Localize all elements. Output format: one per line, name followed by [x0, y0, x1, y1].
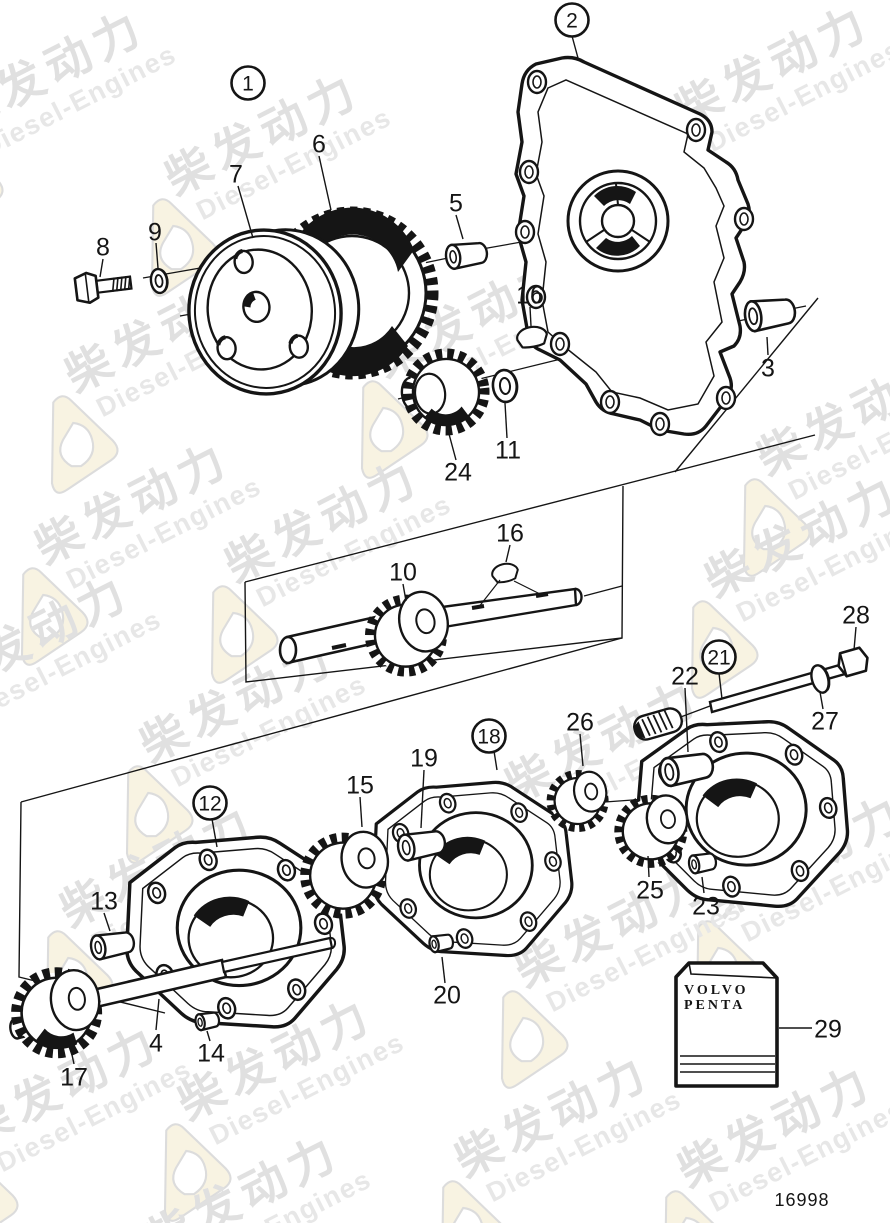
- callout-28: 28: [842, 602, 870, 630]
- bushing-22: [658, 752, 715, 788]
- gear-15: [300, 830, 390, 919]
- bushing-14: [194, 1011, 221, 1032]
- top-box-bottom-edge: [244, 434, 816, 583]
- drawing-number: 16998: [774, 1190, 829, 1210]
- gear-25: [614, 794, 689, 868]
- key-position-lines: [477, 579, 541, 609]
- callout-13: 13: [90, 888, 118, 916]
- gear-24: [400, 348, 490, 436]
- woodruff-key-16-top: [516, 325, 548, 349]
- callout-11: 11: [495, 437, 521, 465]
- callout-circle: [230, 65, 266, 101]
- callout-circled-2: 2: [554, 2, 590, 38]
- callout-12-number: 12: [198, 793, 221, 816]
- callout-24: 24: [444, 459, 472, 487]
- bushing-23: [687, 852, 718, 875]
- callout-10: 10: [389, 559, 417, 587]
- gear-on-shaft-10: [365, 590, 449, 677]
- bushing-3: [743, 298, 797, 333]
- callout-layer: 3 4 5 6 7 8 9 10 11 13 14 15 16 16 17 19 20 22 23 24 25 26 27 2…: [60, 2, 870, 1092]
- woodruff-key-16-mid: [491, 562, 519, 584]
- leader-lines: [68, 35, 857, 1065]
- pump-housing-plate-2: [514, 55, 755, 437]
- callout-21-number: 21: [707, 647, 730, 670]
- callout-circled-18: 18: [471, 718, 507, 754]
- volvo-box-line1: VOLVO: [684, 983, 749, 998]
- callout-circled-12: 12: [192, 785, 228, 821]
- callout-circle: [701, 639, 737, 675]
- callout-circled-1: 1: [230, 65, 266, 101]
- bushing-5: [444, 241, 489, 271]
- callout-15: 15: [346, 772, 374, 800]
- callout-5: 5: [449, 190, 463, 218]
- gear-26: [546, 769, 609, 832]
- pulley-7: [187, 228, 361, 396]
- washer-9: [149, 267, 169, 295]
- volvo-box-line2: PENTA: [684, 998, 745, 1013]
- callout-circle: [192, 785, 228, 821]
- washer-11: [491, 368, 519, 404]
- callout-1-number: 1: [242, 73, 254, 96]
- callout-8: 8: [96, 234, 110, 262]
- bushing-19: [396, 830, 447, 862]
- callout-19: 19: [410, 745, 438, 773]
- bolt-8: [73, 271, 133, 305]
- callout-circle: [471, 718, 507, 754]
- callout-16: 16: [496, 520, 524, 548]
- callout-4: 4: [149, 1030, 163, 1058]
- gear-17: [9, 967, 103, 1059]
- callout-2-number: 2: [566, 10, 578, 33]
- callout-29: 29: [814, 1016, 842, 1044]
- bottom-box-top-edge: [20, 637, 623, 803]
- bushing-13: [89, 931, 136, 961]
- callout-circled-21: 21: [701, 639, 737, 675]
- callout-17: 17: [60, 1064, 88, 1092]
- relief-valve-spring-slot: [633, 707, 683, 741]
- callout-16: 16: [516, 282, 544, 310]
- callout-25: 25: [636, 877, 664, 905]
- callout-23: 23: [692, 893, 720, 921]
- callout-7: 7: [229, 161, 243, 189]
- callout-18-number: 18: [477, 726, 500, 749]
- washer-27: [810, 664, 831, 694]
- callout-20: 20: [433, 982, 461, 1010]
- callout-27: 27: [811, 708, 839, 736]
- callout-circle: [554, 2, 590, 38]
- callout-26: 26: [566, 709, 594, 737]
- callout-14: 14: [197, 1040, 225, 1068]
- top-box-right-edge: [674, 297, 819, 473]
- bushing-20: [428, 933, 455, 954]
- volvo-penta-parts-box: VOLVO PENTA: [674, 961, 779, 1088]
- callout-22: 22: [671, 663, 699, 691]
- callout-3: 3: [761, 355, 775, 383]
- callout-9: 9: [148, 219, 162, 247]
- callout-6: 6: [312, 131, 326, 159]
- pump-housing-18: [373, 782, 571, 955]
